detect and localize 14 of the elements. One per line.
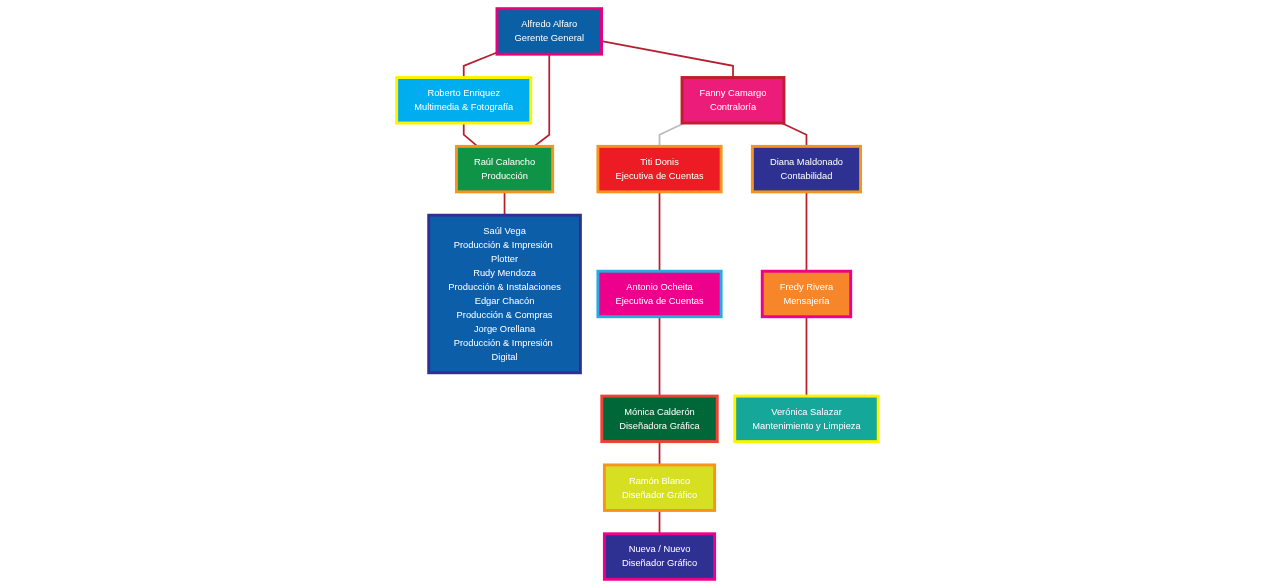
node-box: Saúl Vega Producción & Impresión Plotter Rudy Mendoza Producción & Instalaciones Edgar Chacón Producción & Compras Jorge Orellana Producción & Impresión Digital xyxy=(427,213,582,374)
node-box: Mónica Calderón Diseñadora Gráfica xyxy=(600,394,719,443)
node-box: Fanny Camargo Contraloría xyxy=(680,75,786,124)
node-box: Ramón Blanco Diseñador Gráfico xyxy=(603,463,717,512)
node-box: Raúl Calancho Producción xyxy=(455,144,555,193)
node-box: Fredy Rivera Mensajería xyxy=(760,269,853,318)
node-box: Nueva / Nuevo Diseñador Gráfico xyxy=(603,531,717,581)
node-box: Verónica Salazar Mantenimiento y Limpieza xyxy=(733,394,880,443)
node-box: Roberto Enriquez Multimedia & Fotografía xyxy=(395,75,533,124)
connector xyxy=(462,51,498,78)
node-box: Antonio Ocheita Ejecutiva de Cuentas xyxy=(596,269,723,318)
node-box: Alfredo Alfaro Gerente General xyxy=(495,6,604,56)
node-box: Titi Donis Ejecutiva de Cuentas xyxy=(596,144,723,193)
node-box: Diana Maldonado Contabilidad xyxy=(751,144,863,193)
